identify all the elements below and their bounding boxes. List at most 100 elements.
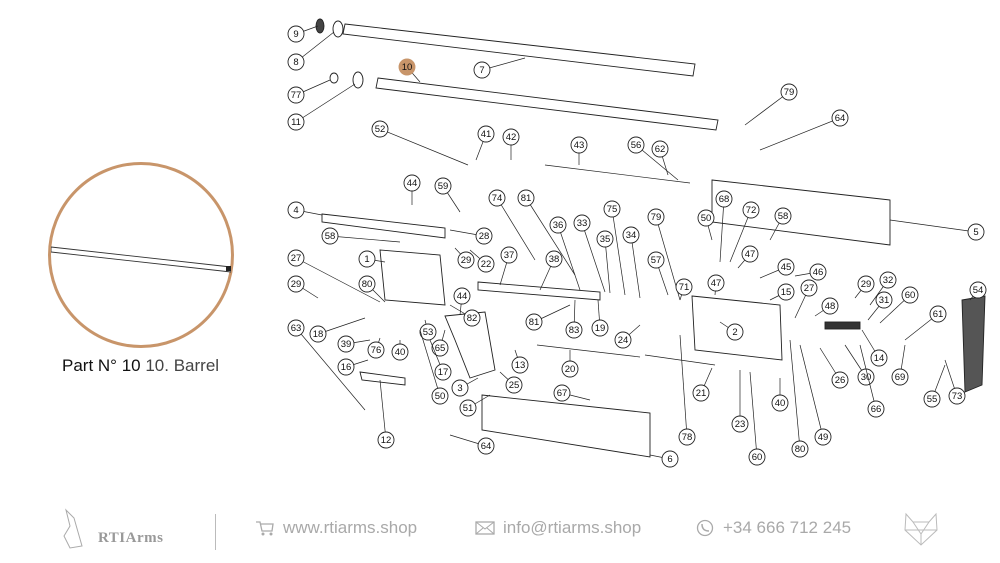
- callout-part-53[interactable]: 53: [419, 319, 437, 341]
- callout-part-47[interactable]: 47: [737, 245, 759, 269]
- callout-part-65[interactable]: 65: [431, 329, 449, 357]
- callout-part-1[interactable]: 1: [358, 250, 386, 268]
- callout-part-38[interactable]: 38: [539, 250, 563, 291]
- callout-part-80[interactable]: 80: [789, 339, 809, 458]
- callout-part-18[interactable]: 18: [309, 317, 366, 343]
- callout-part-78[interactable]: 78: [678, 334, 696, 446]
- email-link[interactable]: info@rtiarms.shop: [475, 518, 641, 538]
- callout-part-44[interactable]: 44: [403, 174, 421, 205]
- callout-part-27[interactable]: 27: [794, 279, 818, 319]
- callout-part-52[interactable]: 52: [371, 120, 469, 166]
- callout-part-40[interactable]: 40: [391, 340, 409, 361]
- callout-label: 80: [795, 444, 806, 455]
- callout-part-42[interactable]: 42: [502, 128, 520, 160]
- callout-part-15[interactable]: 15: [769, 283, 795, 301]
- callout-part-35[interactable]: 35: [596, 230, 614, 294]
- callout-part-26[interactable]: 26: [819, 347, 849, 389]
- callout-part-58[interactable]: 58: [321, 227, 401, 245]
- callout-part-4[interactable]: 4: [287, 201, 323, 219]
- callout-part-19[interactable]: 19: [591, 299, 609, 337]
- callout-part-64[interactable]: 64: [759, 109, 849, 151]
- phone-link[interactable]: +34 666 712 245: [695, 518, 851, 538]
- website-link[interactable]: www.rtiarms.shop: [255, 518, 417, 538]
- callout-part-55[interactable]: 55: [923, 364, 946, 408]
- callout-part-25[interactable]: 25: [499, 371, 523, 394]
- callout-part-29[interactable]: 29: [287, 275, 319, 299]
- callout-part-3[interactable]: 3: [451, 377, 479, 397]
- callout-part-61[interactable]: 61: [904, 305, 947, 341]
- callout-part-36[interactable]: 36: [549, 216, 581, 291]
- callout-part-22[interactable]: 22: [469, 249, 495, 273]
- callout-part-29[interactable]: 29: [854, 275, 875, 299]
- callout-part-37[interactable]: 37: [499, 246, 518, 286]
- callout-part-27[interactable]: 27: [287, 249, 381, 303]
- callout-part-17[interactable]: 17: [429, 339, 452, 381]
- callout-part-39[interactable]: 39: [337, 335, 371, 353]
- callout-part-29[interactable]: 29: [454, 247, 475, 269]
- callout-circle: [923, 390, 941, 408]
- callout-part-64[interactable]: 64: [449, 434, 495, 455]
- callout-part-12[interactable]: 12: [377, 379, 395, 449]
- callout-part-83[interactable]: 83: [565, 299, 583, 339]
- callout-part-51[interactable]: 51: [459, 394, 491, 417]
- callout-part-13[interactable]: 13: [511, 349, 529, 374]
- callout-part-46[interactable]: 46: [794, 263, 827, 281]
- callout-part-8[interactable]: 8: [287, 31, 335, 71]
- callout-part-76[interactable]: 76: [367, 337, 385, 359]
- callout-part-9[interactable]: 9: [287, 25, 319, 43]
- callout-part-11[interactable]: 11: [287, 83, 356, 131]
- callout-part-41[interactable]: 41: [475, 125, 495, 161]
- callout-part-20[interactable]: 20: [561, 350, 579, 378]
- callout-part-57[interactable]: 57: [647, 251, 669, 296]
- callout-part-81[interactable]: 81: [517, 189, 576, 276]
- callout-part-24[interactable]: 24: [614, 324, 641, 349]
- callout-part-67[interactable]: 67: [553, 384, 591, 402]
- callout-part-23[interactable]: 23: [731, 370, 749, 433]
- callout-part-66[interactable]: 66: [859, 344, 885, 418]
- callout-part-34[interactable]: 34: [622, 226, 641, 299]
- callout-part-79[interactable]: 79: [744, 83, 798, 126]
- callout-part-31[interactable]: 31: [867, 291, 893, 321]
- callout-part-5[interactable]: 5: [889, 219, 985, 241]
- callout-part-50[interactable]: 50: [419, 329, 449, 405]
- callout-label: 16: [341, 362, 352, 373]
- callout-part-40[interactable]: 40: [771, 378, 789, 412]
- callout-part-48[interactable]: 48: [814, 297, 839, 317]
- callout-part-81[interactable]: 81: [525, 304, 571, 331]
- callout-part-69[interactable]: 69: [891, 344, 909, 386]
- callout-part-63[interactable]: 63: [287, 319, 366, 411]
- callout-part-73[interactable]: 73: [944, 359, 966, 405]
- callout-part-16[interactable]: 16: [337, 358, 369, 376]
- callout-part-21[interactable]: 21: [692, 367, 713, 402]
- callout-part-62[interactable]: 62: [651, 140, 669, 176]
- callout-part-80[interactable]: 80: [358, 275, 386, 303]
- callout-part-33[interactable]: 33: [573, 214, 606, 293]
- callout-part-58[interactable]: 58: [769, 207, 792, 241]
- callout-part-6[interactable]: 6: [649, 450, 679, 468]
- callout-part-7[interactable]: 7: [473, 57, 526, 79]
- callout-part-2[interactable]: 2: [719, 321, 744, 341]
- callout-part-72[interactable]: 72: [729, 201, 760, 263]
- callout-part-71[interactable]: 71: [675, 278, 693, 301]
- callout-part-44[interactable]: 44: [453, 287, 471, 316]
- callout-part-28[interactable]: 28: [449, 227, 493, 245]
- callout-part-32[interactable]: 32: [869, 271, 897, 306]
- callout-part-60[interactable]: 60: [879, 286, 919, 324]
- callout-part-60[interactable]: 60: [748, 371, 766, 466]
- callout-part-68[interactable]: 68: [715, 190, 733, 263]
- callout-part-49[interactable]: 49: [799, 344, 832, 446]
- callout-part-75[interactable]: 75: [603, 200, 626, 296]
- callout-part-10[interactable]: 10: [398, 58, 421, 83]
- callout-part-59[interactable]: 59: [434, 177, 461, 213]
- callout-part-50[interactable]: 50: [697, 209, 715, 241]
- callout-part-74[interactable]: 74: [488, 189, 536, 261]
- callout-part-47[interactable]: 47: [707, 274, 725, 296]
- callout-part-45[interactable]: 45: [759, 258, 795, 279]
- callout-part-56[interactable]: 56: [627, 136, 679, 181]
- callout-part-14[interactable]: 14: [861, 329, 888, 367]
- callout-part-77[interactable]: 77: [287, 79, 331, 104]
- callout-part-30[interactable]: 30: [844, 344, 875, 386]
- callout-part-54[interactable]: 54: [969, 281, 987, 301]
- callout-part-43[interactable]: 43: [570, 136, 588, 165]
- callout-part-82[interactable]: 82: [449, 304, 481, 327]
